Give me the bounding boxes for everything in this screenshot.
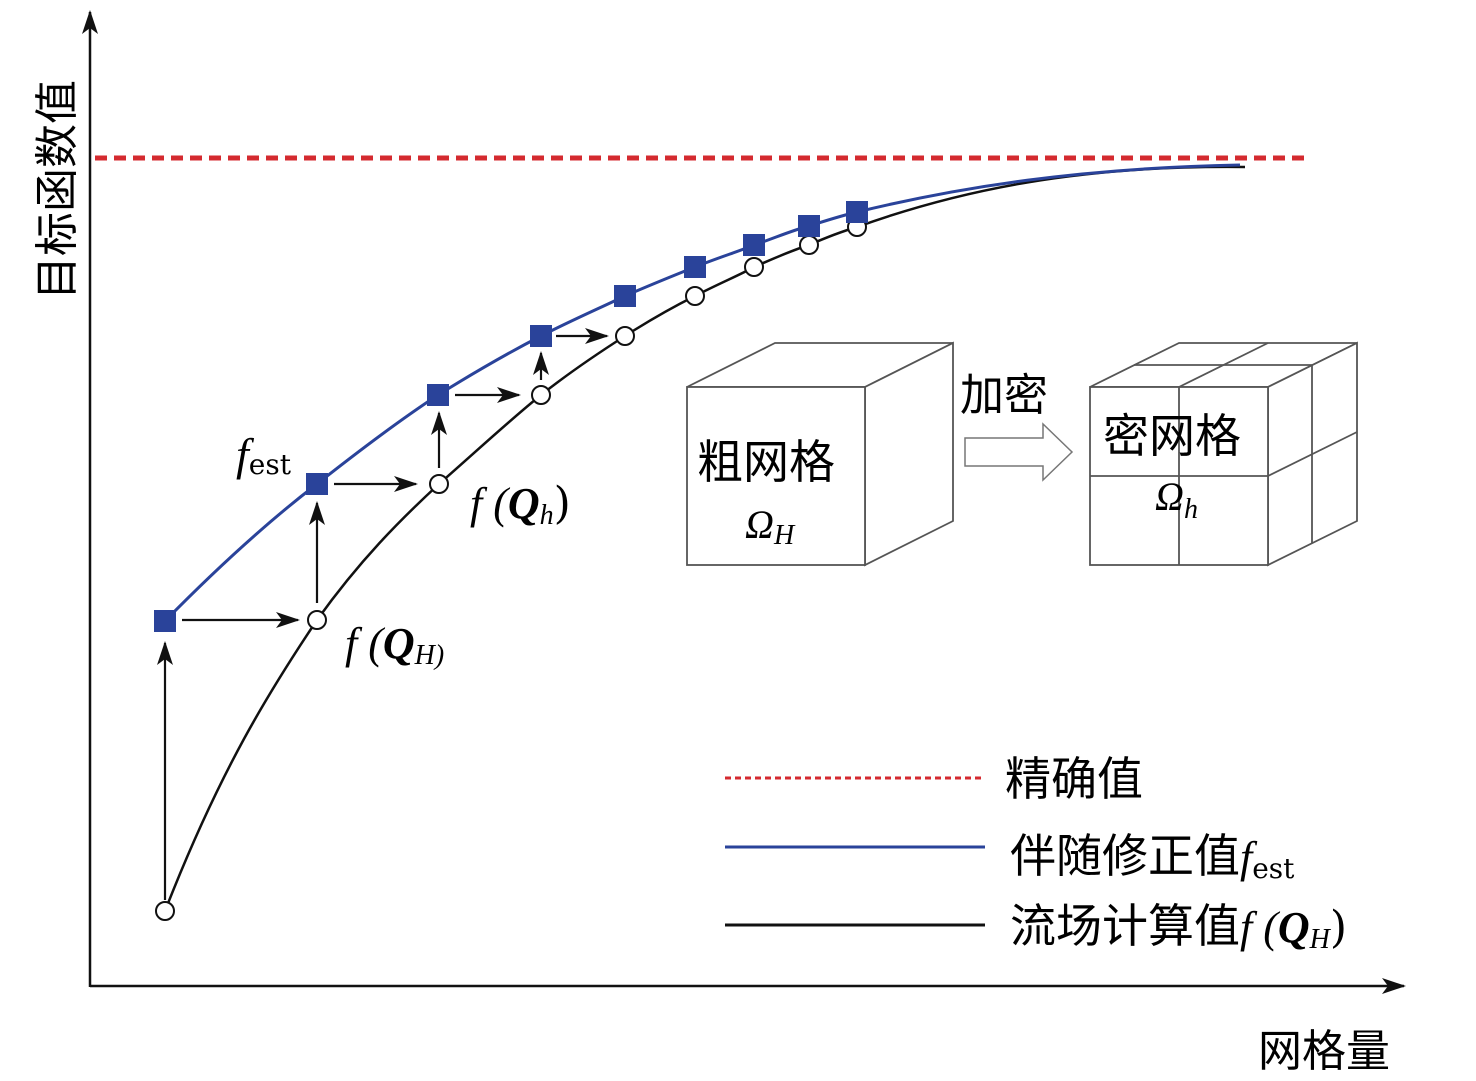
step-arrows — [157, 328, 609, 900]
legend-flow: 流场计算值f (QH) — [1010, 899, 1347, 955]
y-axis-label: 目标函数值 — [32, 80, 83, 300]
x-axis-label: 网格量 — [1258, 1026, 1390, 1077]
refine-arrow-icon — [964, 422, 1074, 482]
coarse-grid-cube — [686, 341, 954, 567]
refine-label: 加密 — [960, 370, 1048, 421]
fine-grid-cube — [1089, 341, 1358, 567]
legend-exact: 精确值 — [1005, 752, 1143, 806]
adjoint-curve — [163, 163, 1241, 623]
coarse-grid-symbol: ΩH — [745, 502, 796, 551]
f-QH-label: f (QH) — [345, 619, 444, 671]
fine-grid-symbol: Ωh — [1155, 474, 1198, 525]
adjoint-points — [154, 201, 868, 632]
fine-grid-label: 密网格 — [1103, 409, 1241, 463]
legend: 精确值 伴随修正值fest 流场计算值f (QH) — [725, 752, 1347, 955]
legend-adjoint: 伴随修正值fest — [1010, 829, 1295, 885]
f-est-label: fest — [236, 429, 292, 481]
f-Qh-label: f (Qh) — [470, 478, 571, 531]
flow-points — [155, 217, 867, 921]
coarse-grid-label: 粗网格 — [697, 435, 835, 489]
